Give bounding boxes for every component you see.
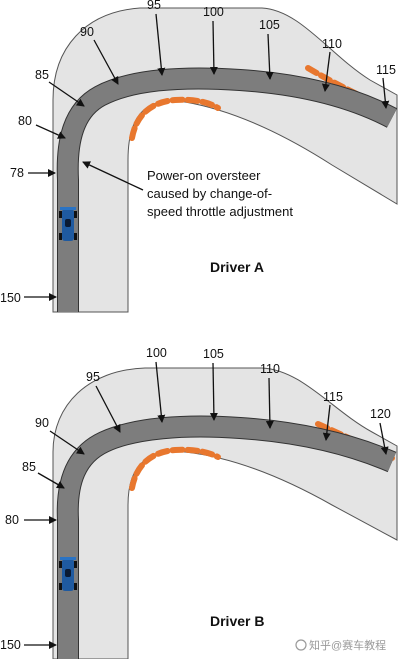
annotation-line: Power-on oversteer	[147, 168, 261, 183]
speed-label: 78	[10, 166, 24, 180]
speed-label: 110	[260, 362, 280, 376]
speed-label: 120	[370, 407, 391, 421]
speed-label: 110	[322, 37, 342, 51]
speed-label: 80	[5, 513, 19, 527]
speed-arrows-b	[24, 361, 389, 649]
speed-label: 90	[35, 416, 49, 430]
speed-label: 105	[203, 347, 224, 361]
speed-label: 95	[147, 0, 161, 12]
speed-arrows-a	[24, 13, 390, 301]
watermark: 知乎@赛车教程	[295, 638, 386, 652]
speed-label: 105	[259, 18, 280, 32]
panel-title: Driver A	[210, 259, 264, 275]
speed-label: 90	[80, 25, 94, 39]
speed-label: 150	[0, 291, 21, 305]
speed-label: 115	[376, 63, 396, 77]
panel-driver-a: 95 100 105 110 115 90 85 80 78 150 Power…	[0, 0, 398, 313]
panel-driver-b: 100 105 110 95 115 120 90 85 80 150 Driv…	[0, 346, 398, 659]
racing-line-a	[57, 68, 397, 312]
annotation-line: speed throttle adjustment	[147, 204, 293, 219]
racing-line-b	[57, 416, 396, 659]
oversteer-pointer-arrow	[82, 161, 144, 191]
speed-label: 100	[203, 5, 224, 19]
kerb-inner-a	[129, 96, 221, 141]
annotation-line: caused by change-of-	[147, 186, 272, 201]
speed-label: 85	[35, 68, 49, 82]
panel-title: Driver B	[210, 613, 264, 629]
race-car-icon	[59, 207, 77, 241]
speed-label: 95	[86, 370, 100, 384]
race-car-icon	[59, 557, 77, 591]
speed-label: 85	[22, 460, 36, 474]
speed-label: 80	[18, 114, 32, 128]
watermark-text: 知乎@赛车教程	[309, 638, 386, 652]
speed-label: 150	[0, 638, 21, 652]
speed-label: 115	[323, 390, 343, 404]
kerb-inner-b	[129, 446, 221, 491]
speed-label: 100	[146, 346, 167, 360]
watermark-logo-icon	[295, 639, 307, 651]
